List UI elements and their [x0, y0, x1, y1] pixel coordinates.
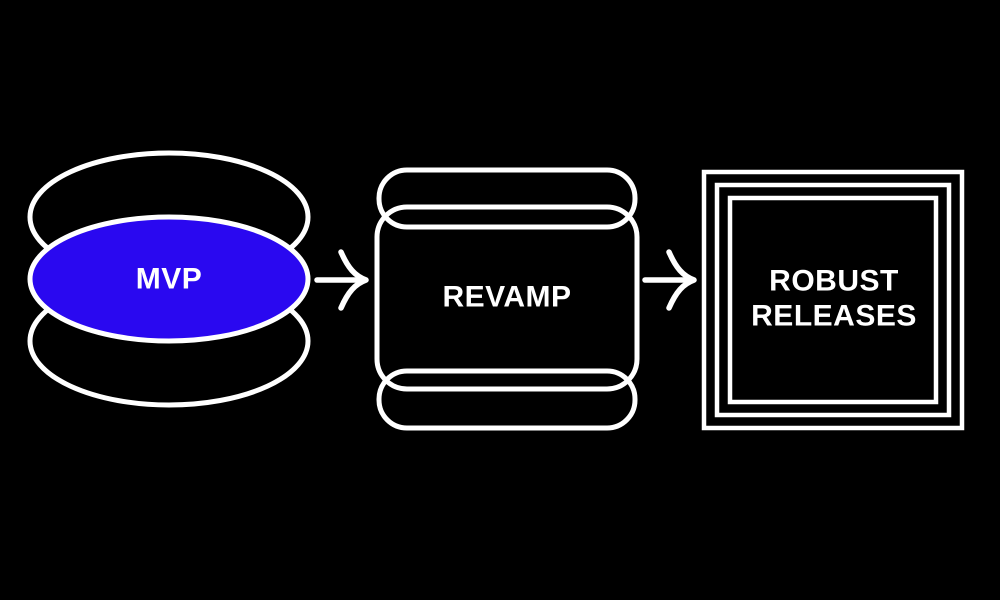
robust-label-line2: RELEASES: [751, 300, 917, 333]
revamp-pill-top: [376, 167, 638, 230]
arrow-head-icon: [338, 249, 369, 311]
revamp-label: REVAMP: [442, 281, 571, 314]
arrow-revamp-to-robust: [642, 249, 697, 311]
node-mvp: MVP: [27, 150, 311, 408]
arrow-mvp-to-revamp: [314, 249, 369, 311]
revamp-rect-main: [374, 204, 640, 392]
robust-square-inner: [727, 195, 939, 405]
revamp-pill-bottom: [376, 368, 638, 431]
node-robust-releases: ROBUST RELEASES: [701, 169, 965, 431]
node-revamp: REVAMP: [374, 167, 640, 431]
robust-label-line1: ROBUST: [769, 265, 899, 298]
mvp-ellipse-main: [27, 214, 311, 344]
arrow-head-icon: [666, 249, 697, 311]
robust-square-outer: [701, 169, 965, 431]
robust-square-middle: [714, 182, 952, 418]
mvp-label: MVP: [136, 263, 203, 296]
